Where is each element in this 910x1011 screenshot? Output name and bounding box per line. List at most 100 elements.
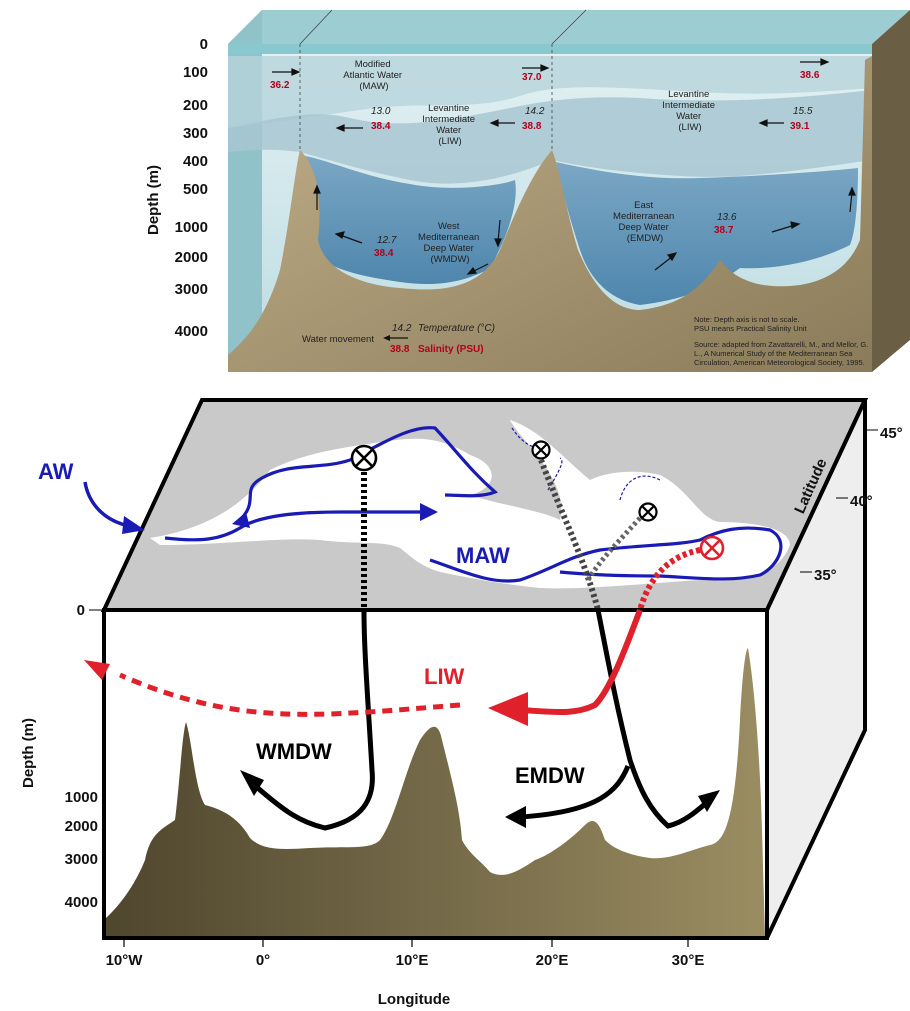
- top-legend: Water movement 14.2 Temperature (°C) 38.…: [302, 323, 495, 355]
- salinity-reading: 37.0: [522, 72, 542, 83]
- bottom-panel: AW MAW LIW WMDW EMDW Latitude 45° 40° 35…: [20, 398, 903, 1008]
- blue-arrowhead: [232, 512, 250, 528]
- flow-arrow-head: [313, 184, 321, 194]
- salinity-reading: 36.2: [270, 80, 290, 91]
- liw-pathway: [519, 608, 643, 716]
- sinking-markers: [350, 440, 725, 561]
- bottom-depth-tick: 3000: [65, 851, 98, 868]
- blue-currents: [83, 426, 783, 583]
- emdw-pathway-west: [519, 765, 631, 820]
- small-current: [619, 475, 661, 501]
- seafloor-profile: [106, 648, 765, 936]
- top-seafloor: [228, 56, 872, 372]
- top-panel: Depth (m) 0 100 200 300 400 500 1000 200…: [145, 9, 910, 372]
- longitude-tick: 10°E: [396, 952, 429, 969]
- note-line: Circulation, American Meteorological Soc…: [694, 358, 865, 367]
- flow-arrow-head: [291, 68, 301, 76]
- aw-arrowhead: [122, 516, 145, 534]
- legend-movement-label: Water movement: [302, 334, 374, 345]
- maw-current: [429, 526, 783, 583]
- bottom-depth-axis-label: Depth (m): [20, 718, 37, 788]
- bottom-depth-ticks: 0 1000 2000 3000 4000: [65, 602, 104, 911]
- deep-pathways: [118, 608, 714, 831]
- readings: 36.2 37.0 38.6 13.0 38.4 14.2 38.8 15.5 …: [270, 70, 820, 259]
- latitude-tick: 45°: [880, 425, 903, 442]
- liw-arrowhead: [488, 692, 528, 726]
- top-depth-tick: 500: [183, 181, 208, 198]
- top-depth-tick: 4000: [175, 323, 208, 340]
- wmdw-arrowhead: [240, 770, 264, 796]
- wmdw-label: West Mediterranean Deep Water (WMDW): [418, 221, 482, 265]
- longitude-tick: 0°: [256, 952, 270, 969]
- flow-arrow: [497, 219, 501, 243]
- deep-arrowheads: [84, 660, 720, 828]
- map-dashed-paths: [361, 458, 701, 611]
- flow-arrow-head: [666, 252, 678, 262]
- wmdw-big-label: WMDW: [256, 739, 332, 764]
- blue-arrowhead: [420, 503, 438, 521]
- temperature-reading: 12.7: [377, 235, 397, 246]
- legend-sal-label: Salinity (PSU): [418, 344, 484, 355]
- aw-inflow-current: [164, 510, 432, 542]
- wmdw-basin: [300, 155, 516, 285]
- bottom-depth-tick: 4000: [65, 894, 98, 911]
- flow-arrow-head: [758, 119, 768, 127]
- salinity-reading: 38.6: [800, 70, 820, 81]
- flow-arrow-head: [494, 238, 502, 248]
- adriatic-descent-path: [538, 458, 601, 611]
- top-depth-tick: 300: [183, 125, 208, 142]
- longitude-tick: 20°E: [536, 952, 569, 969]
- top-depth-tick: 400: [183, 153, 208, 170]
- emdw-big-label: EMDW: [515, 763, 585, 788]
- legend-arrow-head: [383, 335, 390, 341]
- top-depth-tick: 100: [183, 64, 208, 81]
- legend-temp-value: 14.2: [392, 323, 412, 334]
- right-face: [872, 10, 910, 372]
- flow-arrow-head: [848, 186, 856, 196]
- surface-band: [228, 44, 872, 54]
- maw-layer: [228, 56, 872, 128]
- liw-label: LIW: [424, 664, 465, 689]
- note-line: L., A Numerical Study of the Mediterrane…: [694, 349, 853, 358]
- salinity-reading: 39.1: [790, 121, 810, 132]
- flow-arrow-head: [489, 119, 499, 127]
- small-current: [547, 457, 563, 491]
- top-depth-ticks: 0 100 200 300 400 500 1000 2000 3000 400…: [175, 36, 208, 340]
- latitude-ticks: 45° 40° 35°: [800, 425, 903, 584]
- top-notes: Note: Depth axis is not to scale. PSU me…: [694, 315, 868, 367]
- temperature-reading: 13.0: [371, 106, 391, 117]
- top-depth-tick: 0: [200, 36, 208, 53]
- liw-formation-cross: [704, 540, 720, 556]
- top-depth-tick: 3000: [175, 281, 208, 298]
- salinity-reading: 38.4: [371, 121, 391, 132]
- section-diag-2: [551, 9, 587, 45]
- aegean-sink-cross: [641, 505, 655, 519]
- emdw-east-arrowhead: [698, 790, 720, 812]
- maw-label: Modified Atlantic Water (MAW): [343, 59, 404, 92]
- wmdw-sink-cross: [355, 449, 373, 467]
- blue-arrowheads: [122, 503, 438, 534]
- note-line: Source: adapted from Zavattarelli, M., a…: [694, 340, 868, 349]
- flow-arrow-head: [335, 124, 345, 132]
- flow-arrow-head: [334, 231, 345, 239]
- longitude-ticks: 10°W 0° 10°E 20°E 30°E: [106, 938, 705, 969]
- salinity-reading: 38.4: [374, 248, 394, 259]
- salinity-reading: 38.8: [522, 121, 542, 132]
- latitude-tick: 40°: [850, 493, 873, 510]
- longitude-tick: 30°E: [672, 952, 705, 969]
- wmdw-pathway: [250, 611, 375, 831]
- emdw-basin: [556, 162, 858, 305]
- small-blue-currents: [511, 427, 661, 501]
- flow-arrow-head: [820, 58, 830, 66]
- flow-arrow-head: [790, 221, 801, 229]
- latitude-tick: 35°: [814, 567, 837, 584]
- temperature-reading: 13.6: [717, 212, 737, 223]
- note-line: PSU means Practical Salinity Unit: [694, 324, 807, 333]
- temperature-reading: 15.5: [793, 106, 813, 117]
- top-depth-tick: 1000: [175, 219, 208, 236]
- top-depth-axis-label: Depth (m): [145, 165, 162, 235]
- bottom-depth-tick: 0: [77, 602, 85, 619]
- emdw-pathway-east: [595, 609, 714, 829]
- emdw-label: East Mediterranean Deep Water (EMDW): [613, 200, 677, 244]
